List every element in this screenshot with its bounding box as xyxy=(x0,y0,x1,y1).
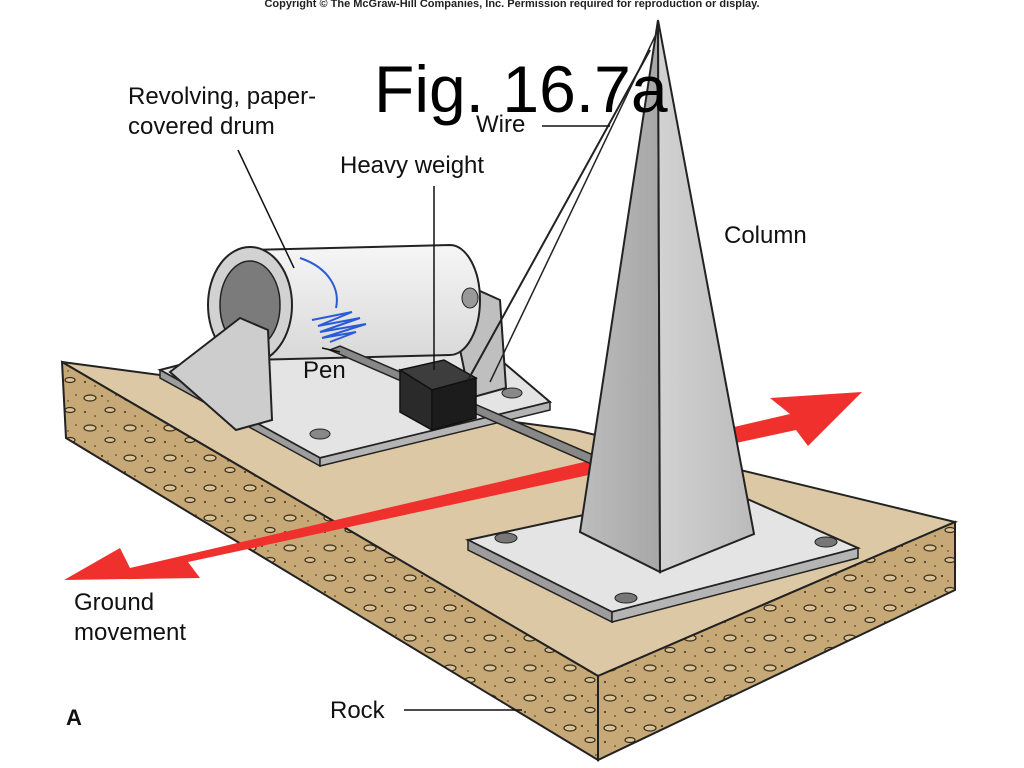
copyright-notice: Copyright © The McGraw-Hill Companies, I… xyxy=(264,0,760,10)
leader-lines xyxy=(237,125,610,711)
figure-title: Fig. 16.7a xyxy=(374,52,668,126)
ground-movement-label: Ground movement xyxy=(74,588,186,648)
bolt-icon xyxy=(614,592,638,604)
bolt-icon xyxy=(494,532,518,544)
trace-line xyxy=(299,257,338,309)
front-drum-support xyxy=(168,316,274,432)
drum-leader xyxy=(237,149,295,269)
heavy-weight-block xyxy=(398,359,478,432)
panel-letter: A xyxy=(66,705,82,730)
rock-side-face xyxy=(597,520,956,762)
rock-label: Rock xyxy=(330,697,385,724)
column-pyramid xyxy=(578,19,756,574)
drum-label-line1: Revolving, paper- xyxy=(128,83,317,110)
pen-leader xyxy=(321,347,341,353)
seismic-trace xyxy=(311,311,367,343)
column-label: Column xyxy=(724,222,807,249)
ground-label-line1: Ground xyxy=(74,589,155,616)
heavy-weight-label: Heavy weight xyxy=(340,152,485,179)
support-wire xyxy=(467,29,659,383)
ground-label-line2: movement xyxy=(74,619,187,646)
bolt-icon xyxy=(501,387,523,399)
wire-label: Wire xyxy=(476,111,526,138)
bolt-icon xyxy=(814,536,838,548)
drum-label-line2: covered drum xyxy=(128,113,275,140)
drum-cylinder xyxy=(249,243,481,362)
column-right-face xyxy=(657,19,756,574)
pen-label: Pen xyxy=(303,357,346,384)
bolt-icon xyxy=(309,428,331,440)
drum-label: Revolving, paper- covered drum xyxy=(128,82,316,142)
revolving-drum xyxy=(168,243,508,432)
